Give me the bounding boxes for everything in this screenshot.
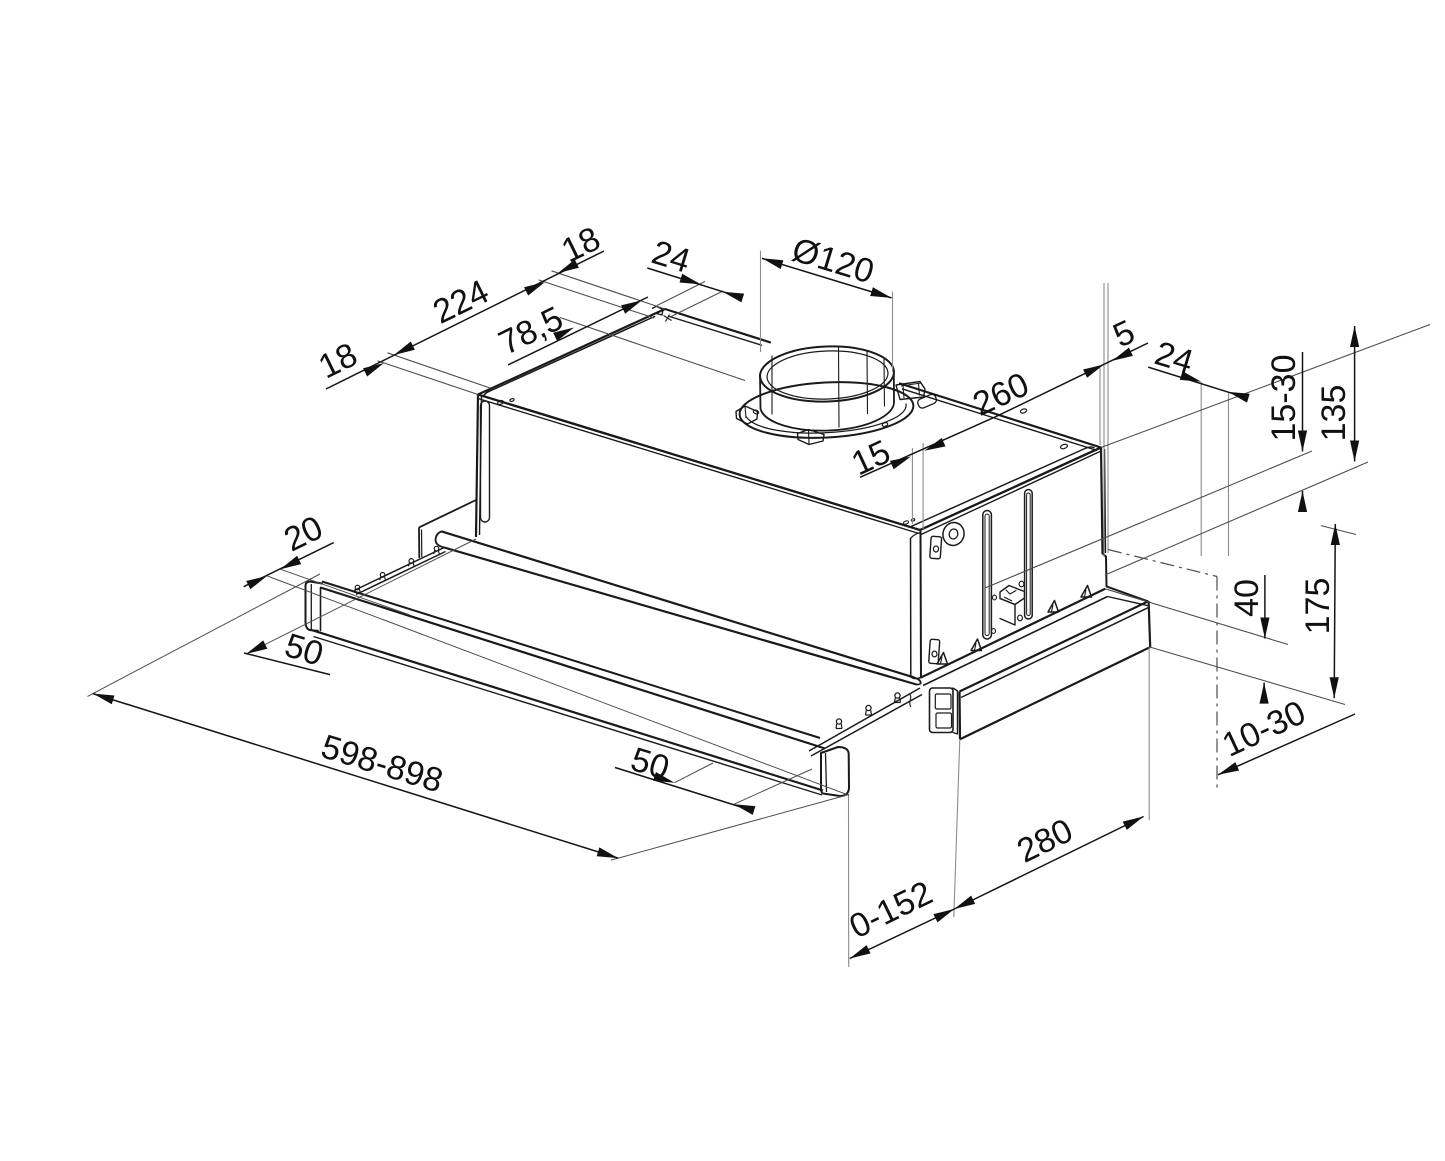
- svg-text:135: 135: [1315, 385, 1353, 442]
- svg-text:15-30: 15-30: [1265, 355, 1303, 442]
- svg-text:175: 175: [1299, 578, 1337, 635]
- svg-text:40: 40: [1228, 579, 1266, 617]
